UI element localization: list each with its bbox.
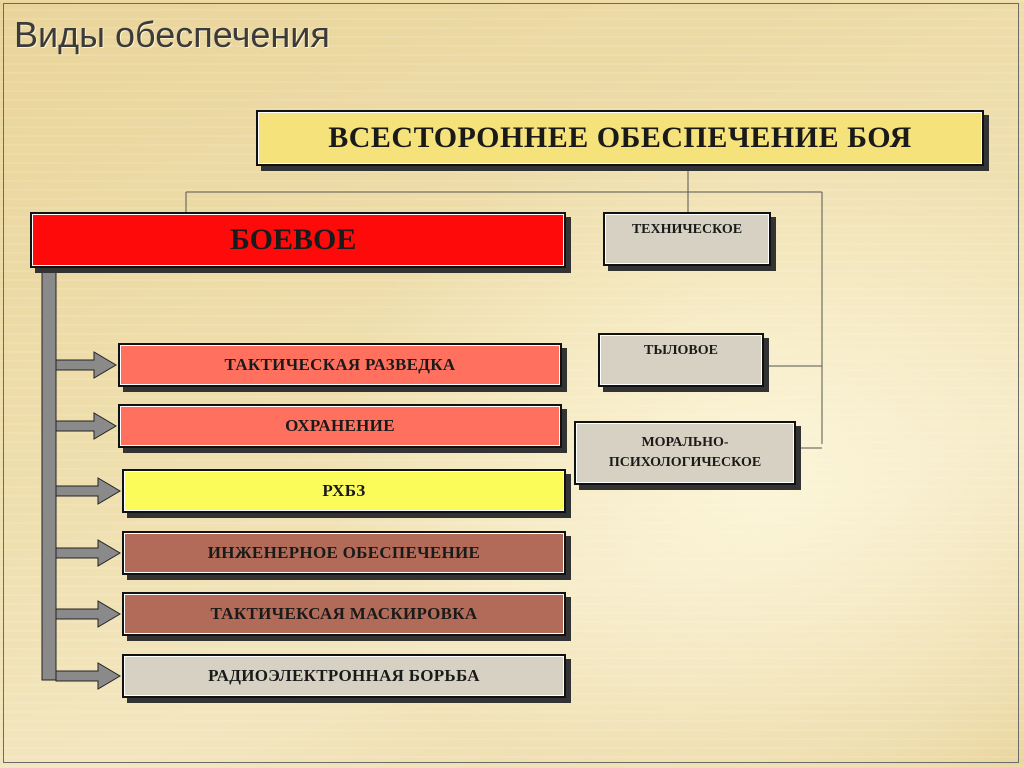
arrow-connector bbox=[55, 477, 121, 505]
combat-item-tactical-reconnaissance: ТАКТИЧЕСКАЯ РАЗВЕДКА bbox=[118, 343, 562, 387]
combat-item-rchbz: РХБЗ bbox=[122, 469, 566, 513]
combat-item-label: РАДИОЭЛЕКТРОННАЯ БОРЬБА bbox=[208, 666, 480, 685]
moral-support-label-line1: МОРАЛЬНО- bbox=[641, 435, 729, 450]
combat-support-box: БОЕВОЕ bbox=[30, 212, 566, 268]
combat-item-electronic-warfare: РАДИОЭЛЕКТРОННАЯ БОРЬБА bbox=[122, 654, 566, 698]
technical-support-box: ТЕХНИЧЕСКОЕ bbox=[603, 212, 771, 266]
arrow-connector bbox=[55, 539, 121, 567]
combat-item-label: ТАКТИЧЕКСАЯ МАСКИРОВКА bbox=[210, 604, 478, 623]
combat-item-protection: ОХРАНЕНИЕ bbox=[118, 404, 562, 448]
combat-item-label: РХБЗ bbox=[322, 481, 366, 500]
arrow-connector bbox=[55, 412, 117, 440]
combat-item-camouflage: ТАКТИЧЕКСАЯ МАСКИРОВКА bbox=[122, 592, 566, 636]
combat-trunk bbox=[41, 267, 57, 681]
root-label: ВСЕСТОРОННЕЕ ОБЕСПЕЧЕНИЕ БОЯ bbox=[328, 121, 912, 154]
rear-support-label: ТЫЛОВОЕ bbox=[644, 343, 718, 358]
combat-support-label: БОЕВОЕ bbox=[230, 223, 357, 256]
arrow-connector bbox=[55, 662, 121, 690]
combat-item-label: ОХРАНЕНИЕ bbox=[285, 416, 395, 435]
technical-support-label: ТЕХНИЧЕСКОЕ bbox=[631, 222, 743, 237]
moral-support-label-line2: ПСИХОЛОГИЧЕСКОЕ bbox=[608, 455, 762, 470]
slide-frame bbox=[3, 3, 1019, 763]
combat-item-label: ИНЖЕНЕРНОЕ ОБЕСПЕЧЕНИЕ bbox=[207, 543, 481, 562]
root-box: ВСЕСТОРОННЕЕ ОБЕСПЕЧЕНИЕ БОЯ bbox=[256, 110, 984, 166]
arrow-connector bbox=[55, 600, 121, 628]
rear-support-box: ТЫЛОВОЕ bbox=[598, 333, 764, 387]
combat-item-engineering: ИНЖЕНЕРНОЕ ОБЕСПЕЧЕНИЕ bbox=[122, 531, 566, 575]
combat-item-label: ТАКТИЧЕСКАЯ РАЗВЕДКА bbox=[224, 355, 456, 374]
moral-support-box: МОРАЛЬНО- ПСИХОЛОГИЧЕСКОЕ bbox=[574, 421, 796, 485]
arrow-connector bbox=[55, 351, 117, 379]
slide-title: Виды обеспечения bbox=[14, 14, 330, 55]
